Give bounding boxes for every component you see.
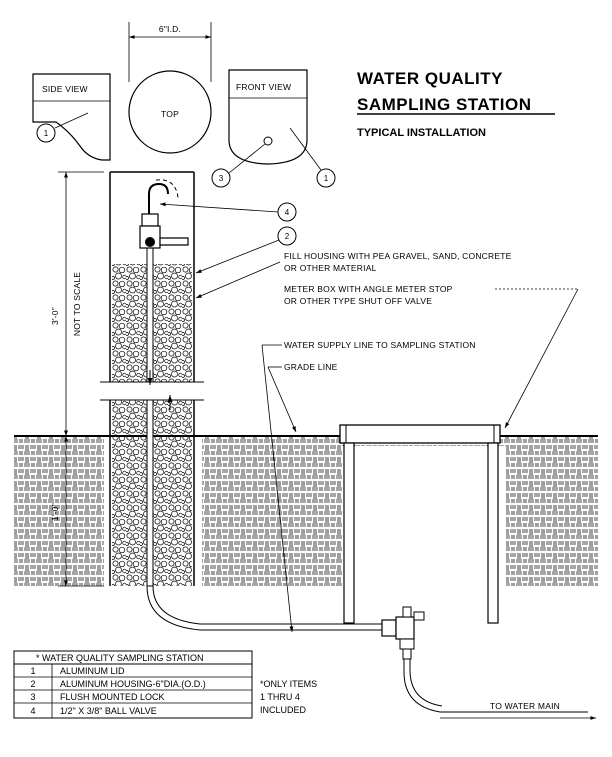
- top-view-circle: [128, 70, 212, 154]
- legend-row-2-no: 2: [30, 679, 35, 689]
- fill-note-line-2: OR OTHER MATERIAL: [284, 263, 377, 273]
- lock-hole: [263, 136, 273, 146]
- front-view-label: FRONT VIEW: [236, 82, 291, 92]
- legend-row-2-desc: ALUMINUM HOUSING-6"DIA.(O.D.): [60, 679, 206, 689]
- legend-note-line-2: 1 THRU 4: [260, 692, 300, 702]
- legend-row-4-desc: 1/2" X 3/8" BALL VALVE: [60, 706, 157, 716]
- title-line-2: SAMPLING STATION: [357, 95, 532, 114]
- to-water-main-label: TO WATER MAIN: [490, 701, 560, 711]
- legend-row-1-no: 1: [30, 666, 35, 676]
- top-view-label: TOP: [161, 109, 179, 119]
- meter-note-line-1: METER BOX WITH ANGLE METER STOP: [284, 284, 453, 294]
- callout-1-side: [36, 123, 56, 143]
- callout-1-front: [316, 168, 336, 188]
- legend-row-4-no: 4: [30, 706, 35, 716]
- svg-text:2: 2: [285, 232, 290, 241]
- housing: [100, 171, 204, 587]
- legend-row-3-no: 3: [30, 692, 35, 702]
- side-view: SIDE VIEW 1: [32, 73, 111, 161]
- legend-note-line-3: INCLUDED: [260, 705, 307, 715]
- supply-line-note: WATER SUPPLY LINE TO SAMPLING STATION: [284, 340, 476, 350]
- meter-box: [339, 424, 501, 624]
- title-subtitle: TYPICAL INSTALLATION: [357, 127, 486, 139]
- legend-row-1-desc: ALUMINUM LID: [60, 666, 125, 676]
- service-line: TO WATER MAIN: [146, 585, 596, 720]
- svg-text:1: 1: [324, 174, 329, 183]
- grade-line-note: GRADE LINE: [284, 362, 338, 372]
- front-view: FRONT VIEW 3 1: [211, 69, 336, 188]
- legend-row-3-desc: FLUSH MOUNTED LOCK: [60, 692, 165, 702]
- legend-note-line-1: *ONLY ITEMS: [260, 679, 317, 689]
- callout-3-front: [211, 168, 231, 188]
- svg-text:3: 3: [219, 174, 224, 183]
- title-line-1: WATER QUALITY: [357, 69, 503, 88]
- depth-dimension: 1'-0": [50, 503, 60, 521]
- notes: FILL HOUSING WITH PEA GRAVEL, SAND, CONC…: [195, 251, 579, 633]
- callouts-valve: 4 2: [159, 202, 297, 274]
- side-view-label: SIDE VIEW: [42, 84, 88, 94]
- legend-heading: * WATER QUALITY SAMPLING STATION: [36, 653, 204, 663]
- not-to-scale-label: NOT TO SCALE: [72, 272, 82, 336]
- height-dimension: 3'-0": [50, 307, 60, 325]
- dimensions: 3'-0" NOT TO SCALE 1'-0": [50, 171, 104, 587]
- top-view: 6"I.D. TOP: [128, 22, 212, 154]
- meter-note-line-2: OR OTHER TYPE SHUT OFF VALVE: [284, 296, 432, 306]
- svg-text:4: 4: [285, 208, 290, 217]
- callout-2: [277, 226, 297, 246]
- legend-table: * WATER QUALITY SAMPLING STATION 1 ALUMI…: [13, 650, 317, 719]
- fill-note-line-1: FILL HOUSING WITH PEA GRAVEL, SAND, CONC…: [284, 251, 512, 261]
- svg-text:1: 1: [44, 129, 49, 138]
- diameter-label: 6"I.D.: [159, 24, 181, 34]
- soil-hatch: [14, 436, 598, 586]
